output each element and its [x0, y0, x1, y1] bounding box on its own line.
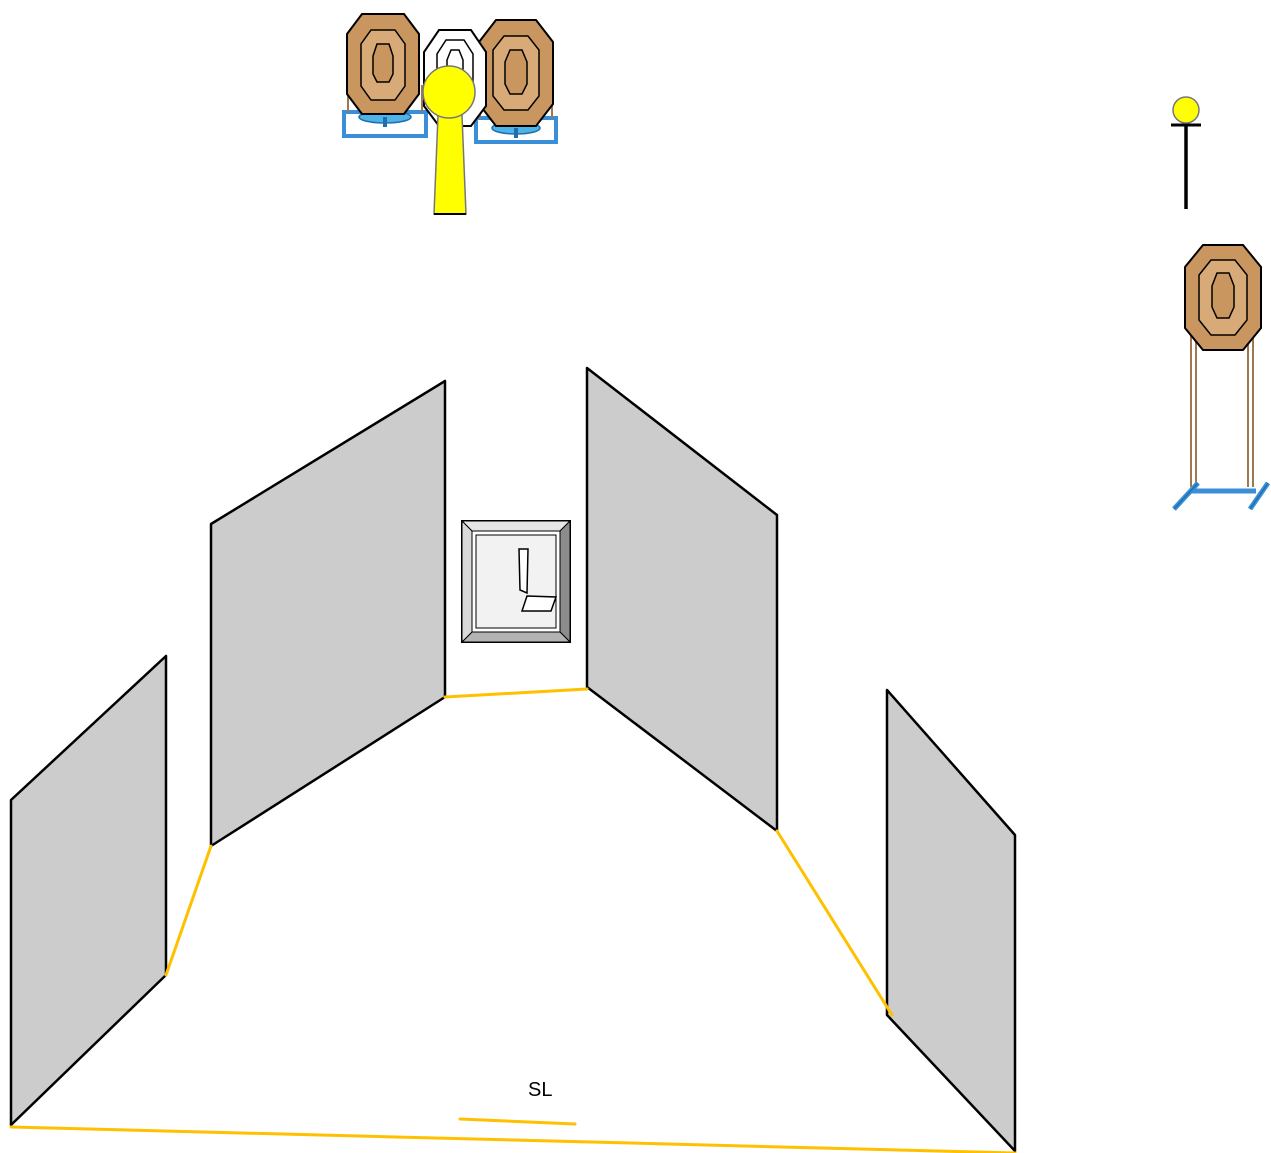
start-line-marker	[458, 1117, 577, 1126]
right-wall	[585, 366, 779, 833]
fault-line-left	[164, 844, 213, 977]
fault-line-front	[9, 1125, 1017, 1153]
fault-line-right	[775, 829, 894, 1017]
paper-target-left	[342, 13, 428, 138]
far-right-wall	[885, 688, 1017, 1153]
paper-target-right	[474, 19, 558, 144]
far-left-wall	[9, 654, 168, 1127]
left-wall	[209, 379, 447, 848]
window-inner-shape	[518, 548, 529, 595]
window-port	[460, 519, 572, 644]
target-array	[342, 13, 558, 215]
mini-popper	[1171, 96, 1201, 209]
fault-line-rear	[443, 687, 589, 699]
popper-yellow	[422, 65, 476, 215]
start-label: SL	[528, 1079, 552, 1101]
paper-target-side	[1172, 244, 1271, 511]
